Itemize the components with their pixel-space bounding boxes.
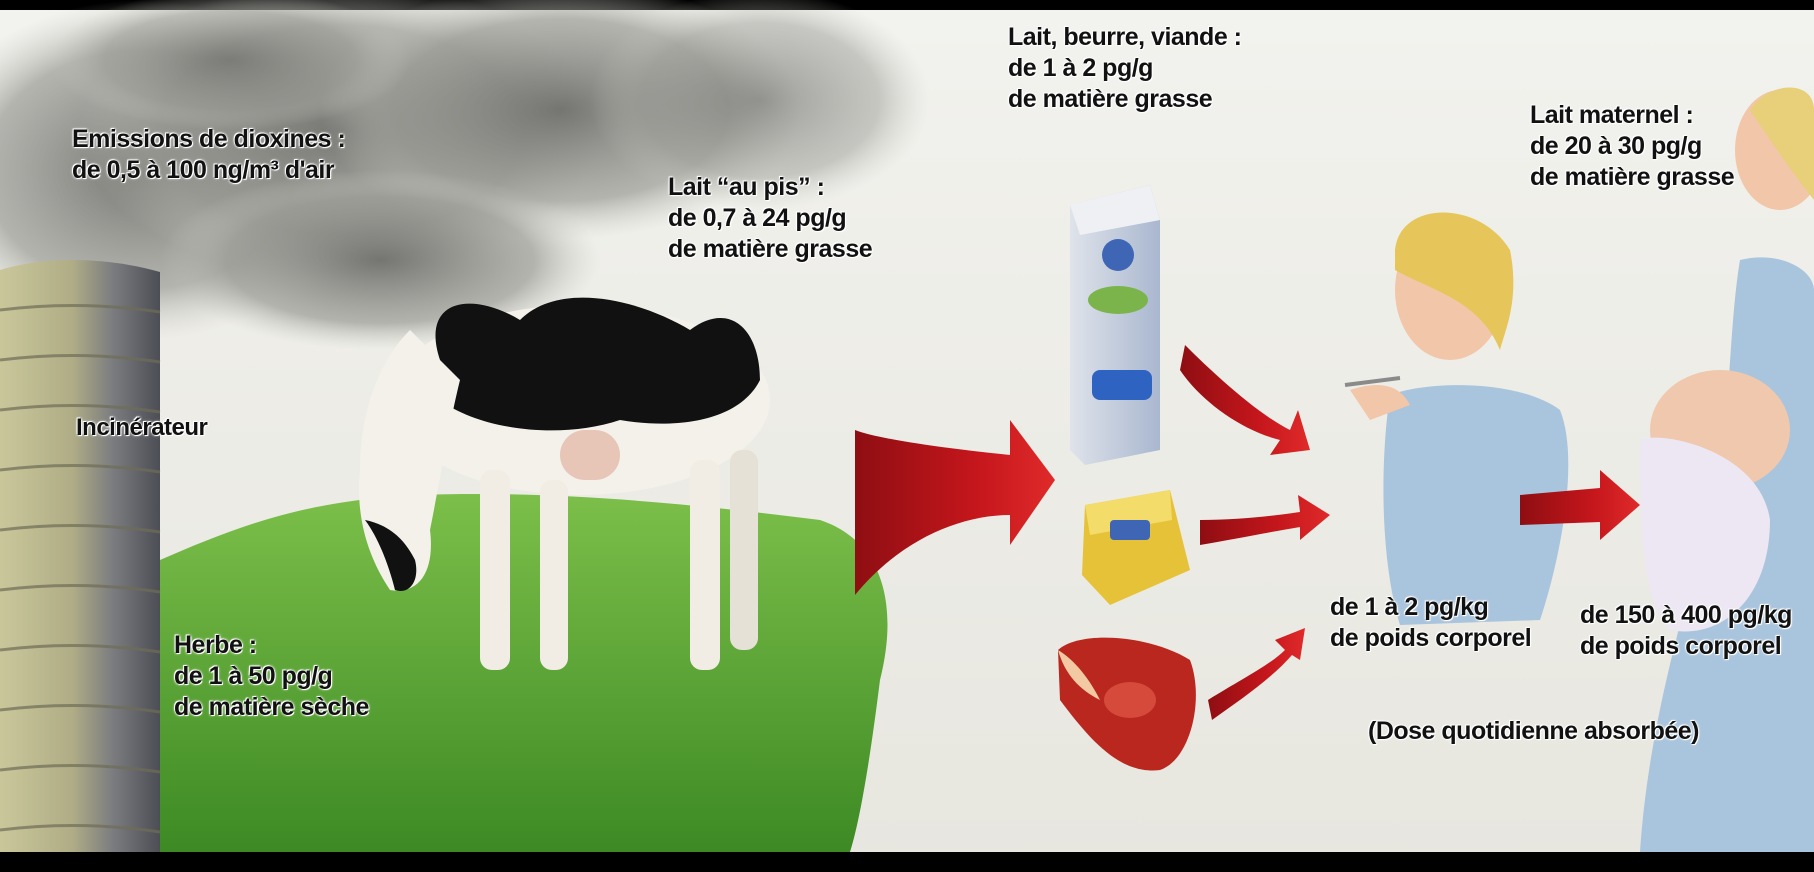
- infant-dose-label: de 150 à 400 pg/kg de poids corporel: [1580, 600, 1792, 662]
- bottom-border: [0, 852, 1814, 867]
- breast-milk-value: de 20 à 30 pg/g: [1530, 131, 1734, 162]
- dairy-meat-unit: de matière grasse: [1008, 84, 1242, 115]
- infant-dose-value: de 150 à 400 pg/kg: [1580, 600, 1792, 631]
- adult-dose-value: de 1 à 2 pg/kg: [1330, 592, 1531, 623]
- emissions-label: Emissions de dioxines : de 0,5 à 100 ng/…: [72, 124, 345, 186]
- raw-milk-value: de 0,7 à 24 pg/g: [668, 203, 872, 234]
- grass-value: de 1 à 50 pg/g: [174, 661, 369, 692]
- milk-carton-icon: [1070, 185, 1160, 465]
- emissions-title: Emissions de dioxines :: [72, 124, 345, 155]
- raw-milk-title: Lait “au pis” :: [668, 172, 872, 203]
- emissions-value: de 0,5 à 100 ng/m³ d'air: [72, 155, 345, 186]
- raw-milk-unit: de matière grasse: [668, 234, 872, 265]
- dose-caption: (Dose quotidienne absorbée): [1368, 716, 1699, 747]
- grass-unit: de matière sèche: [174, 692, 369, 723]
- grass-title: Herbe :: [174, 630, 369, 661]
- incinerator-icon: [0, 260, 160, 852]
- raw-milk-label: Lait “au pis” : de 0,7 à 24 pg/g de mati…: [668, 172, 872, 265]
- grass-label: Herbe : de 1 à 50 pg/g de matière sèche: [174, 630, 369, 723]
- breast-milk-unit: de matière grasse: [1530, 162, 1734, 193]
- infant-dose-unit: de poids corporel: [1580, 631, 1792, 662]
- dairy-meat-title: Lait, beurre, viande :: [1008, 22, 1242, 53]
- breast-milk-title: Lait maternel :: [1530, 100, 1734, 131]
- dairy-meat-label: Lait, beurre, viande : de 1 à 2 pg/g de …: [1008, 22, 1242, 115]
- incinerator-label: Incinérateur: [76, 412, 207, 443]
- adult-dose-unit: de poids corporel: [1330, 623, 1531, 654]
- dairy-meat-value: de 1 à 2 pg/g: [1008, 53, 1242, 84]
- adult-dose-label: de 1 à 2 pg/kg de poids corporel: [1330, 592, 1531, 654]
- breast-milk-label: Lait maternel : de 20 à 30 pg/g de matiè…: [1530, 100, 1734, 193]
